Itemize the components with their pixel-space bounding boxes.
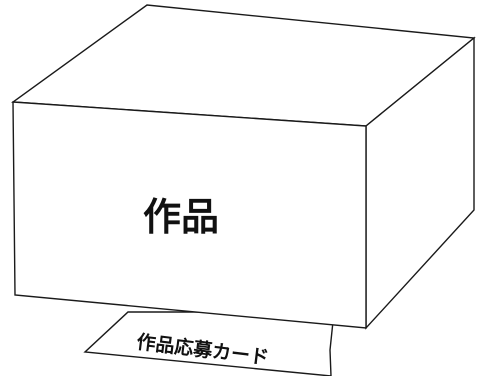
box: 作品	[11, 4, 476, 330]
box-label: 作品	[143, 195, 219, 239]
box-front-face	[12, 101, 367, 329]
